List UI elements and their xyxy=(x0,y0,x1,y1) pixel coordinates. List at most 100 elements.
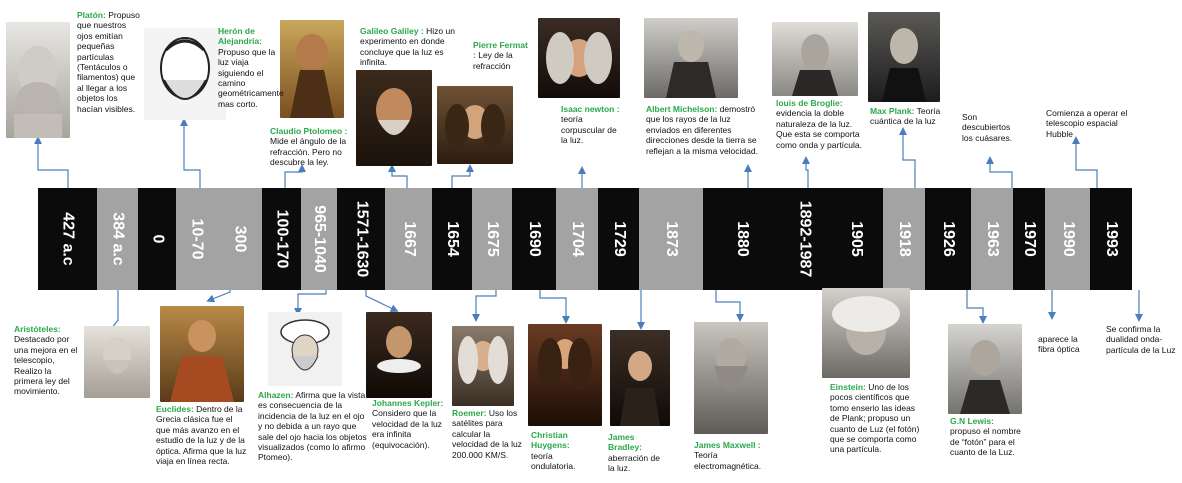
timeline-segment: 1675 xyxy=(472,188,512,290)
portrait-broglie xyxy=(772,22,858,96)
event-name: Johannes Kepler: xyxy=(372,398,444,408)
arrow-ptolomeo xyxy=(284,164,306,188)
event-aristoteles: Aristóteles: Destacado por una mejora en… xyxy=(14,324,80,397)
event-text: aberración de la luz. xyxy=(608,452,660,474)
event-lewis: G.N Lewis: propuso el nombre de “fotón” … xyxy=(950,416,1026,458)
timeline-band: 427 a.c 384 a.c 0 10-70 300 100-170 965-… xyxy=(38,188,1182,290)
event-name: James Maxwell : xyxy=(694,440,761,450)
timeline-segment: 1926 xyxy=(925,188,971,290)
event-name: Albert Michelson: xyxy=(646,104,718,114)
event-text: Ley de la refracción xyxy=(473,50,513,71)
event-name: Max Plank: xyxy=(870,106,915,116)
portrait-heron xyxy=(144,28,226,120)
event-text: Uso los satélites para calcular la veloc… xyxy=(452,408,522,460)
event-hubble: Comienza a operar el telescopio espacial… xyxy=(1046,108,1146,139)
timeline-segment: 1963 xyxy=(971,188,1013,290)
event-name: G.N Lewis: xyxy=(950,416,994,426)
event-text: aparece la fibra óptica xyxy=(1038,334,1080,355)
timeline-segment: 10-70 xyxy=(176,188,217,290)
arrow-euclides xyxy=(206,290,231,303)
portrait-huygens xyxy=(528,324,602,426)
event-text: evidencia la doble naturaleza de la luz.… xyxy=(776,108,862,150)
timeline-segment: 1993 xyxy=(1090,188,1132,290)
portrait-euclides xyxy=(160,306,244,402)
timeline-segment: 1892-1987 xyxy=(781,188,828,290)
event-text: Destacado por una mejora en el telescopi… xyxy=(14,334,78,397)
event-text: Son descubiertos los cuásares. xyxy=(962,112,1013,143)
event-text: teoría corpuscular de la luz. xyxy=(561,114,617,146)
event-text: Propuso que la luz viaja siguiendo el ca… xyxy=(218,46,284,109)
timeline-segment: 1690 xyxy=(512,188,556,290)
portrait-michelson xyxy=(644,18,738,98)
portrait-ptolomeo xyxy=(280,20,344,118)
event-name: James Bradley: xyxy=(608,432,643,453)
event-ptolomeo: Claudio Ptolomeo : Mide el ángulo de la … xyxy=(270,126,350,168)
portrait-aristoteles xyxy=(84,326,150,398)
arrow-heron xyxy=(180,118,201,188)
event-kepler: Johannes Kepler: Considero que la veloci… xyxy=(372,398,448,450)
portrait-einstein xyxy=(822,288,910,378)
event-name: Isaac newton : xyxy=(561,104,620,114)
event-bradley: James Bradley: aberración de la luz. xyxy=(608,432,666,474)
event-fibra: aparece la fibra óptica xyxy=(1038,334,1096,355)
arrow-galileo xyxy=(388,164,408,188)
arrow-kepler xyxy=(365,290,399,312)
event-name: Christian Huygens: xyxy=(531,430,570,451)
timeline-segment: 1654 xyxy=(432,188,472,290)
timeline-segment: 1918 xyxy=(883,188,925,290)
arrow-alhazen xyxy=(294,290,327,316)
timeline-segment: 1970 xyxy=(1013,188,1045,290)
arrow-fermat xyxy=(451,164,474,188)
event-text: Hizo un experimento en donde concluye qu… xyxy=(360,26,455,68)
event-text: demostró que los rayos de la luz enviado… xyxy=(646,104,758,156)
event-text: Mide el ángulo de la refracción. Pero no… xyxy=(270,136,347,168)
arrow-cuasares xyxy=(986,156,1013,188)
event-galileo: Galileo Galiley : Hizo un experimento en… xyxy=(360,26,456,68)
arrow-roemer xyxy=(472,290,497,322)
arrow-plank xyxy=(899,127,916,188)
timeline-segment: 427 a.c xyxy=(38,188,97,290)
event-name: Galileo Galiley : xyxy=(360,26,424,36)
arrow-platon xyxy=(34,136,69,188)
event-name: Platón: xyxy=(77,10,106,20)
event-text: Dentro de la Grecia clásica fue el que m… xyxy=(156,404,247,467)
event-name: Einstein: xyxy=(830,382,866,392)
event-newton: Isaac newton : teoría corpuscular de la … xyxy=(561,104,623,146)
event-name: louis de Broglie: xyxy=(776,98,843,108)
timeline-segment: 1667 xyxy=(385,188,432,290)
event-maxwell: James Maxwell : Teoría electromagnética. xyxy=(694,440,774,471)
timeline-segment: 965-1040 xyxy=(301,188,337,290)
event-text: Propuso que nuestros ojos emitían pequeñ… xyxy=(77,10,140,114)
portrait-platon xyxy=(6,22,70,138)
portrait-maxwell xyxy=(694,322,768,434)
event-text: Considero que la velocidad de la luz era… xyxy=(372,408,442,450)
portrait-bradley xyxy=(610,330,670,426)
timeline-segment: 300 xyxy=(217,188,262,290)
timeline-segment: 1880 xyxy=(703,188,781,290)
arrow-broglie xyxy=(802,156,810,188)
timeline-segment: 1905 xyxy=(828,188,883,290)
event-name: Roemer: xyxy=(452,408,487,418)
event-text: Comienza a operar el telescopio espacial… xyxy=(1046,108,1128,139)
timeline-segment: 1571-1630 xyxy=(337,188,385,290)
event-name: Aristóteles: xyxy=(14,324,61,334)
event-name: Claudio Ptolomeo : xyxy=(270,126,348,136)
arrow-lewis xyxy=(966,290,987,324)
portrait-newton xyxy=(538,18,620,98)
arrow-huygens xyxy=(539,290,570,324)
arrow-hubble xyxy=(1072,136,1098,188)
event-name: Euclides: xyxy=(156,404,194,414)
event-einstein: Einstein: Uno de los pocos científicos q… xyxy=(830,382,920,455)
timeline-segment: 1704 xyxy=(556,188,598,290)
event-text: Se confirma la dualidad onda-partícula d… xyxy=(1106,324,1176,355)
timeline-segment: 1873 xyxy=(639,188,703,290)
event-text: Afirma que la vista es consecuencia de l… xyxy=(258,390,367,463)
event-broglie: louis de Broglie: evidencia la doble nat… xyxy=(776,98,866,150)
event-text: propuso el nombre de “fotón” para el cua… xyxy=(950,426,1021,458)
event-fermat: Pierre Fermat : Ley de la refracción xyxy=(473,40,531,71)
portrait-kepler xyxy=(366,312,432,398)
event-text: Teoría electromagnética. xyxy=(694,450,762,471)
timeline-segment: 384 a.c xyxy=(97,188,138,290)
portrait-lewis xyxy=(948,324,1022,414)
portrait-roemer xyxy=(452,326,514,406)
